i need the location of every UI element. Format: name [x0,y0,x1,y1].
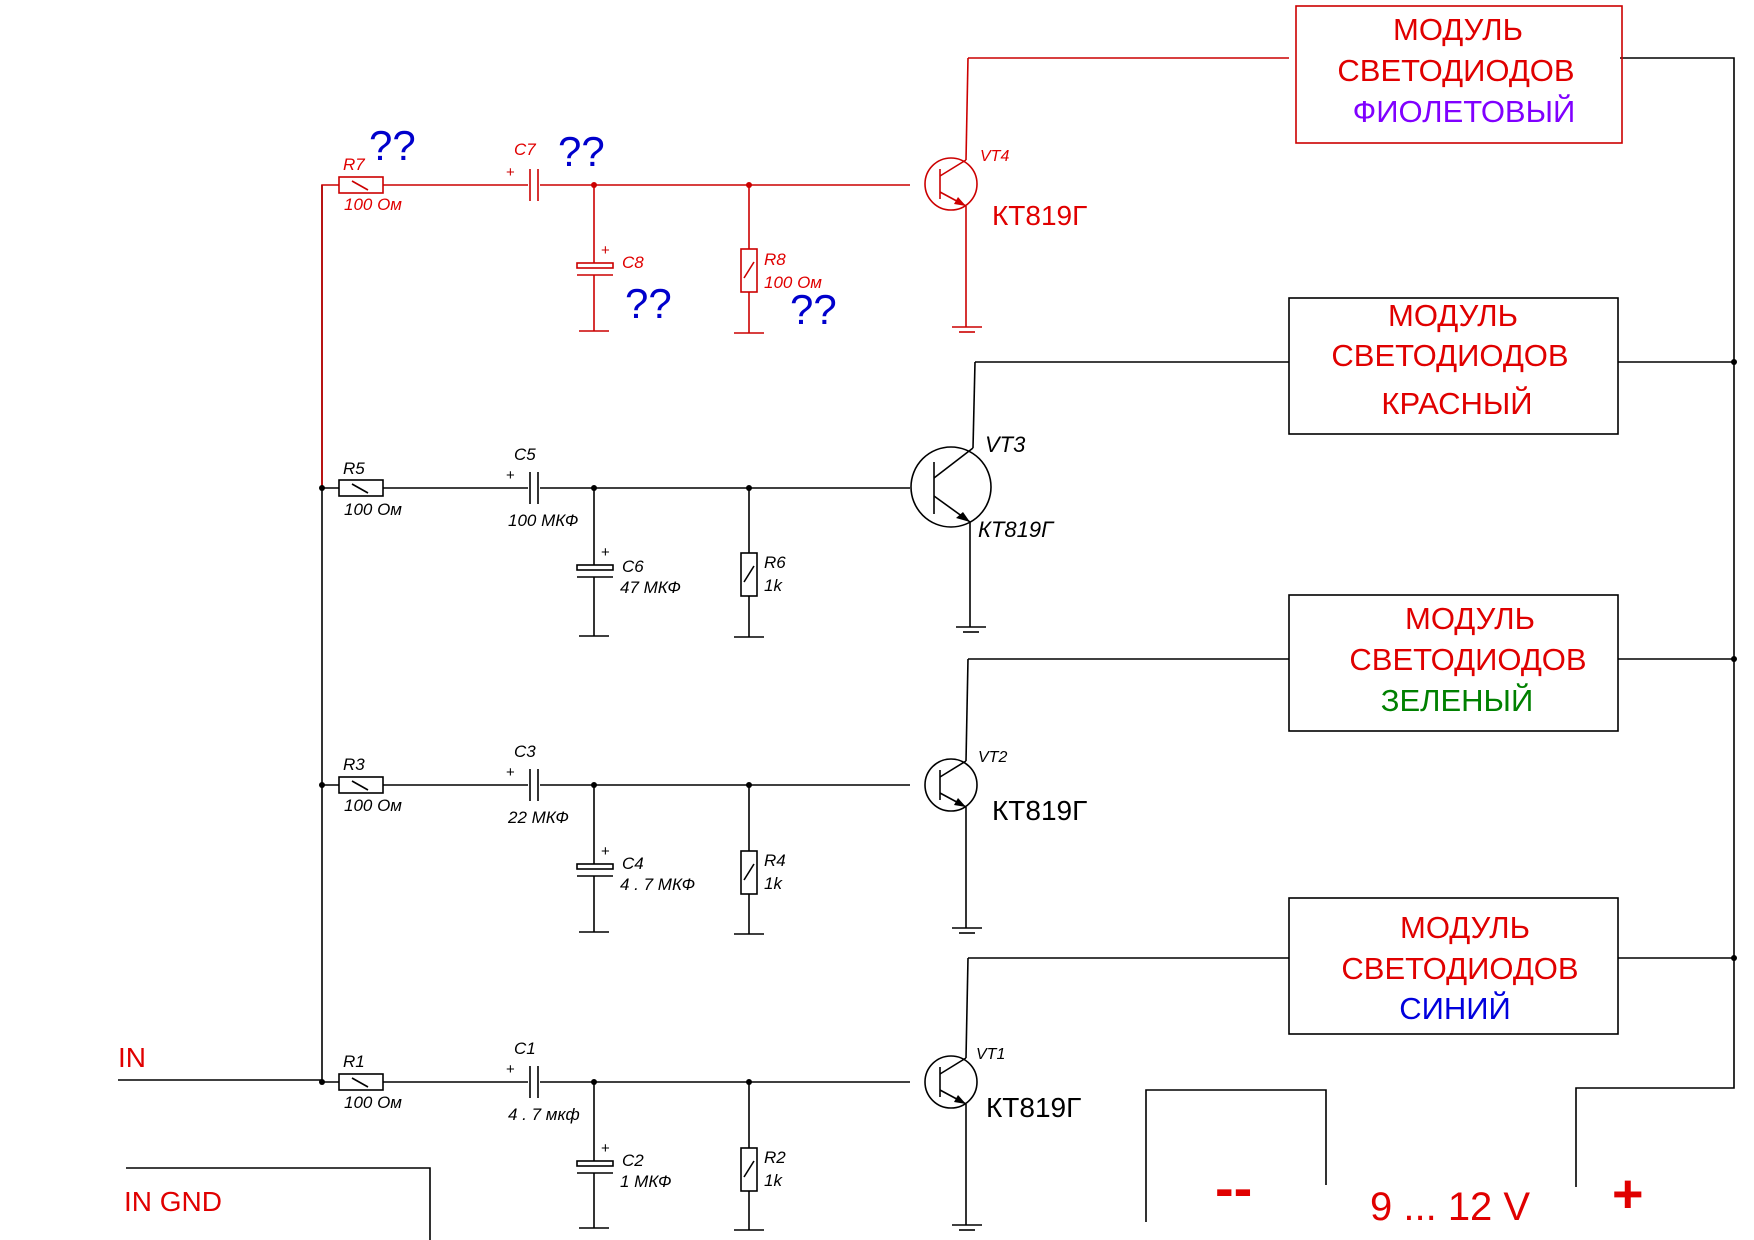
label-vt2-ref: VT2 [978,749,1007,766]
module-green-line1: МОДУЛЬ [1405,601,1535,636]
label-r5-ref: R5 [343,459,365,478]
polarity-c3: + [506,764,515,781]
label-r6-ref: R6 [764,553,786,572]
module-green-line2: СВЕТОДИОДОВ [1349,642,1586,677]
label-c8-ref: C8 [622,253,644,272]
resistor-r1 [338,1073,384,1091]
module-red-line2: СВЕТОДИОДОВ [1331,338,1568,373]
module-box-green [1288,594,1619,732]
label-c7-ref: C7 [514,140,536,159]
label-r4-ref: R4 [764,851,786,870]
label-r6-value: 1k [764,576,783,595]
input-gnd-label: IN GND [124,1186,222,1217]
unknown-mark-c8: ?? [625,280,672,327]
capacitor-c6 [576,564,614,571]
module-violet-color: ФИОЛЕТОВЫЙ [1353,93,1576,129]
module-blue-line1: МОДУЛЬ [1400,910,1530,945]
label-vt4-ref: VT4 [980,148,1009,165]
label-c4-value: 4 . 7 МКФ [620,875,695,894]
polarity-c5: + [506,467,515,484]
label-r4-value: 1k [764,874,783,893]
capacitor-c2 [576,1160,614,1167]
module-green-color: ЗЕЛЕНЫЙ [1381,682,1534,718]
label-r2-value: 1k [764,1171,783,1190]
polarity-c6: + [601,544,610,561]
module-red-line1: МОДУЛЬ [1388,298,1518,333]
capacitor-c8 [576,262,614,269]
transistor-vt2 [924,758,978,812]
module-box-violet [1295,5,1623,144]
label-r7-value: 100 Ом [344,195,402,214]
input-label: IN [118,1042,146,1073]
channel-violet [321,57,1289,488]
label-c6-ref: C6 [622,557,644,576]
transistor-vt3 [910,446,992,528]
label-r1-value: 100 Ом [344,1093,402,1112]
label-c3-value: 22 МКФ [507,808,569,827]
label-r7-ref: R7 [343,155,365,174]
polarity-c4: + [601,843,610,860]
minus-rail [1145,1089,1327,1222]
polarity-c8: + [601,242,610,259]
label-c3-ref: C3 [514,742,536,761]
resistor-r3 [338,776,384,794]
module-box-blue [1288,897,1619,1035]
polarity-c1: + [506,1061,515,1078]
power-voltage-label: 9 ... 12 V [1370,1185,1530,1229]
label-c2-ref: C2 [622,1151,644,1170]
label-c2-value: 1 МКФ [620,1172,671,1191]
label-vt2-type: КТ819Г [992,795,1087,826]
module-red-color: КРАСНЫЙ [1381,385,1532,421]
label-vt4-type: КТ819Г [992,200,1087,231]
label-r8-ref: R8 [764,250,786,269]
channel-green [322,658,1734,935]
label-r3-value: 100 Ом [344,796,402,815]
module-violet-line2: СВЕТОДИОДОВ [1337,53,1574,88]
label-r1-ref: R1 [343,1052,365,1071]
module-blue-line2: СВЕТОДИОДОВ [1341,951,1578,986]
module-violet-line1: МОДУЛЬ [1393,12,1523,47]
plus-rail [1575,57,1735,1187]
label-vt1-ref: VT1 [976,1046,1005,1063]
label-vt1-type: КТ819Г [986,1092,1081,1123]
label-r2-ref: R2 [764,1148,786,1167]
label-c6-value: 47 МКФ [620,578,681,597]
label-c1-value: 4 . 7 мкф [508,1105,580,1124]
polarity-c2: + [601,1140,610,1157]
label-c1-ref: C1 [514,1039,536,1058]
unknown-mark-r7: ?? [369,122,416,169]
resistor-r5 [338,479,384,497]
unknown-mark-r8: ?? [790,286,837,333]
module-box-red [1288,297,1619,435]
label-r5-value: 100 Ом [344,500,402,519]
junction-dots [319,182,1737,1085]
module-blue-color: СИНИЙ [1399,990,1511,1026]
label-vt3-ref: VT3 [985,432,1026,457]
resistor-r7 [338,176,384,194]
transistor-vt4 [924,157,978,211]
label-c4-ref: C4 [622,854,644,873]
label-vt3-type: КТ819Г [978,517,1055,542]
transistor-vt1 [924,1055,978,1109]
channel-blue [322,957,1734,1231]
label-c5-value: 100 МКФ [508,511,578,530]
label-c5-ref: C5 [514,445,536,464]
label-r3-ref: R3 [343,755,365,774]
input-gnd-wire [126,1167,431,1240]
power-plus-label: + [1612,1164,1644,1224]
unknown-mark-c7: ?? [558,128,605,175]
power-minus-label: -- [1215,1156,1252,1219]
capacitor-c4 [576,863,614,870]
polarity-c7: + [506,164,515,181]
label-r8-value: 100 Ом [764,273,822,292]
